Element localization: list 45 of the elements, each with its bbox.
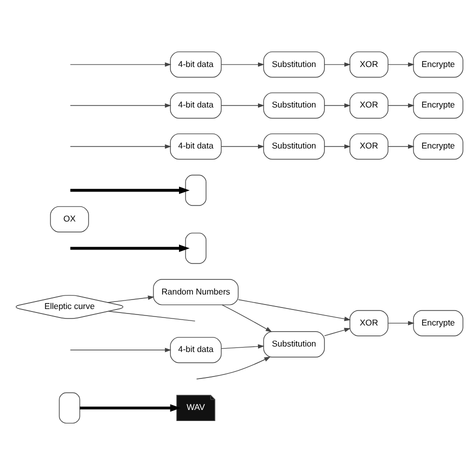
arrow xyxy=(70,62,172,66)
arrow xyxy=(70,102,172,108)
arrow xyxy=(324,144,351,148)
node-box: OX xyxy=(50,206,89,232)
node-box: Encrypte xyxy=(413,92,464,118)
arrow xyxy=(238,298,351,321)
connector xyxy=(108,310,196,321)
node-box: 4-bit data xyxy=(170,336,222,363)
arrow xyxy=(324,102,351,108)
node-box xyxy=(185,232,206,264)
node-box: Substitution xyxy=(263,132,325,160)
arrow xyxy=(80,404,181,412)
arrow xyxy=(221,144,264,148)
node-box: Encrypte xyxy=(413,50,464,78)
node-box: Substitution xyxy=(263,330,325,357)
node-box: Encrypte xyxy=(413,132,464,160)
arrow xyxy=(70,244,190,252)
node-box xyxy=(185,174,206,206)
arrow xyxy=(221,344,264,348)
arrow xyxy=(70,186,190,194)
node-box: Substitution xyxy=(263,50,325,78)
node-box: Encrypte xyxy=(413,310,464,336)
node-box: XOR xyxy=(350,50,388,78)
arrow xyxy=(324,327,351,336)
node-box: 4-bit data xyxy=(170,50,222,78)
node-box: Random Numbers xyxy=(153,278,239,305)
arrow xyxy=(388,320,414,325)
node-box: 4-bit data xyxy=(170,92,222,118)
node-box: Substitution xyxy=(263,92,325,118)
arrow xyxy=(70,144,172,148)
arrow xyxy=(388,102,414,108)
arrow xyxy=(221,102,264,108)
arrow xyxy=(324,62,351,66)
node-box xyxy=(58,392,80,424)
arrow xyxy=(107,294,154,302)
arrow xyxy=(221,62,264,66)
node-box: 4-bit data xyxy=(170,132,222,160)
node-box: XOR xyxy=(350,132,388,160)
node-box: XOR xyxy=(350,310,388,336)
arrow xyxy=(388,62,414,66)
arrow xyxy=(388,144,414,148)
node-box: XOR xyxy=(350,92,388,118)
arrow xyxy=(222,304,272,332)
arrow xyxy=(196,356,271,379)
arrow xyxy=(70,347,172,352)
